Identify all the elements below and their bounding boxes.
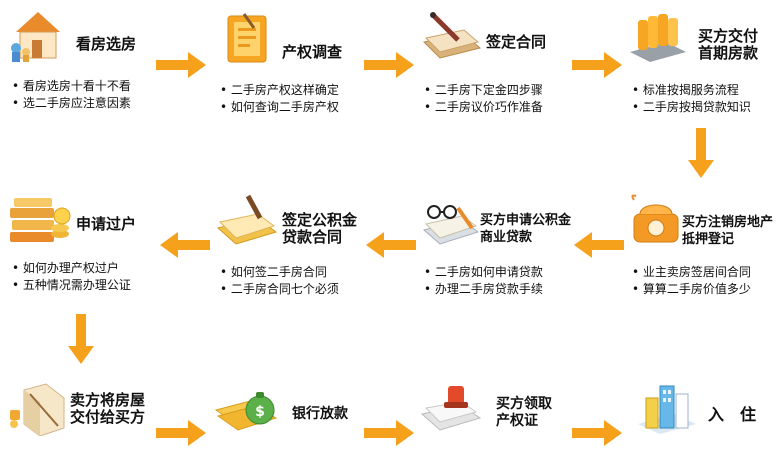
title-line: 买方交付 [698,27,759,45]
bullet[interactable]: 二手房产权这样确定 [220,82,339,99]
step-bullets: 二手房如何申请贷款 办理二手房贷款手续 [424,264,543,298]
bullet[interactable]: 如何签二手房合同 [220,264,339,281]
step-title: 买方交付 首期房款 [698,28,758,62]
step-bullets: 看房选房十看十不看 选二手房应注意因素 [12,78,131,112]
title-line: 首期房款 [698,44,759,62]
step-move-in: 入 住 [626,380,780,450]
step-bullets: 二手房下定金四步骤 二手房议价巧作准备 [424,82,543,116]
money-bag-icon: $ [214,380,280,436]
step-title: 卖方将房屋 交付给买方 [70,392,145,426]
step-hand-over: 卖方将房屋 交付给买方 [6,380,176,450]
step-bank-release: $ 银行放款 [214,380,384,450]
step-bullets: 如何办理产权过户 五种情况需办理公证 [12,260,131,294]
books-coins-icon [6,192,72,248]
title-line: 产权证 [496,413,538,429]
bullet[interactable]: 二手房按揭贷款知识 [632,99,751,116]
arrow-down [68,314,94,364]
bullet[interactable]: 办理二手房贷款手续 [424,281,543,298]
title-line: 贷款合同 [282,228,343,246]
step-title: 申请过户 [76,215,137,233]
step-title: 产权调查 [282,43,343,61]
arrow-right [156,420,206,446]
bullet[interactable]: 二手房合同七个必须 [220,281,339,298]
step-apply-loan: 买方申请公积金 商业贷款 二手房如何申请贷款 办理二手房贷款手续 [418,192,588,302]
step-down-payment: 买方交付 首期房款 标准按揭服务流程 二手房按揭贷款知识 [626,8,780,118]
bullet[interactable]: 二手房议价巧作准备 [424,99,543,116]
step-bullets: 业主卖房签居间合同 算算二手房价值多少 [632,264,751,298]
step-title: 银行放款 [292,406,348,422]
bullet[interactable]: 看房选房十看十不看 [12,78,131,95]
arrow-down [688,128,714,178]
title-line: 买方申请公积金 [480,213,572,228]
step-bullets: 如何签二手房合同 二手房合同七个必须 [220,264,339,298]
step-title: 签定公积金 贷款合同 [282,212,357,246]
step-bullets: 标准按揭服务流程 二手房按揭贷款知识 [632,82,751,116]
money-stack-icon [626,8,692,64]
step-title: 签定合同 [486,33,547,51]
step-title: 买方领取 产权证 [496,396,552,430]
glasses-book-icon [418,192,484,248]
step-title: 买方注销房地产 抵押登记 [682,214,773,248]
buildings-icon [634,380,700,436]
bullet[interactable]: 算算二手房价值多少 [632,281,751,298]
step-title: 买方申请公积金 商业贷款 [480,212,571,246]
house-icon [6,8,72,64]
arrow-right [572,420,622,446]
bullet[interactable]: 二手房如何申请贷款 [424,264,543,281]
bullet[interactable]: 业主卖房签居间合同 [632,264,751,281]
arrow-right [364,420,414,446]
title-line: 卖方将房屋 [70,391,146,409]
title-line: 买方注销房地产 [682,215,774,230]
house-key-icon [6,380,72,437]
step-sign-contract: 签定合同 二手房下定金四步骤 二手房议价巧作准备 [418,8,588,118]
stamp-certificate-icon [418,380,484,436]
step-get-certificate: 买方领取 产权证 [418,380,588,450]
phone-icon [626,192,692,248]
document-pen-icon [214,8,280,64]
bullet[interactable]: 选二手房应注意因素 [12,95,131,112]
arrow-left [574,232,624,258]
step-fund-loan-contract: 签定公积金 贷款合同 如何签二手房合同 二手房合同七个必须 [214,192,384,302]
arrow-right [364,52,414,78]
title-line: 签定公积金 [282,211,358,229]
bullet[interactable]: 如何办理产权过户 [12,260,131,277]
bullet[interactable]: 标准按揭服务流程 [632,82,751,99]
title-line: 买方领取 [496,396,552,412]
arrow-right [156,52,206,78]
step-bullets: 二手房产权这样确定 如何查询二手房产权 [220,82,339,116]
step-apply-transfer: 申请过户 如何办理产权过户 五种情况需办理公证 [6,192,176,302]
step-title-check: 产权调查 二手房产权这样确定 如何查询二手房产权 [214,8,384,118]
bullet[interactable]: 如何查询二手房产权 [220,99,339,116]
arrow-left [160,232,210,258]
title-line: 商业贷款 [480,230,533,245]
bullet[interactable]: 五种情况需办理公证 [12,277,131,294]
step-title: 入 住 [708,405,757,424]
contract-pen-icon [418,8,484,64]
arrow-right [572,52,622,78]
step-title: 看房选房 [76,35,137,53]
title-line: 抵押登记 [682,232,735,247]
step-view-house: 看房选房 看房选房十看十不看 选二手房应注意因素 [6,8,176,118]
title-line: 交付给买方 [70,408,146,426]
arrow-left [366,232,416,258]
step-cancel-mortgage: 买方注销房地产 抵押登记 业主卖房签居间合同 算算二手房价值多少 [626,192,780,302]
contract-signing-icon [214,192,280,248]
svg-text:$: $ [255,404,265,420]
bullet[interactable]: 二手房下定金四步骤 [424,82,543,99]
